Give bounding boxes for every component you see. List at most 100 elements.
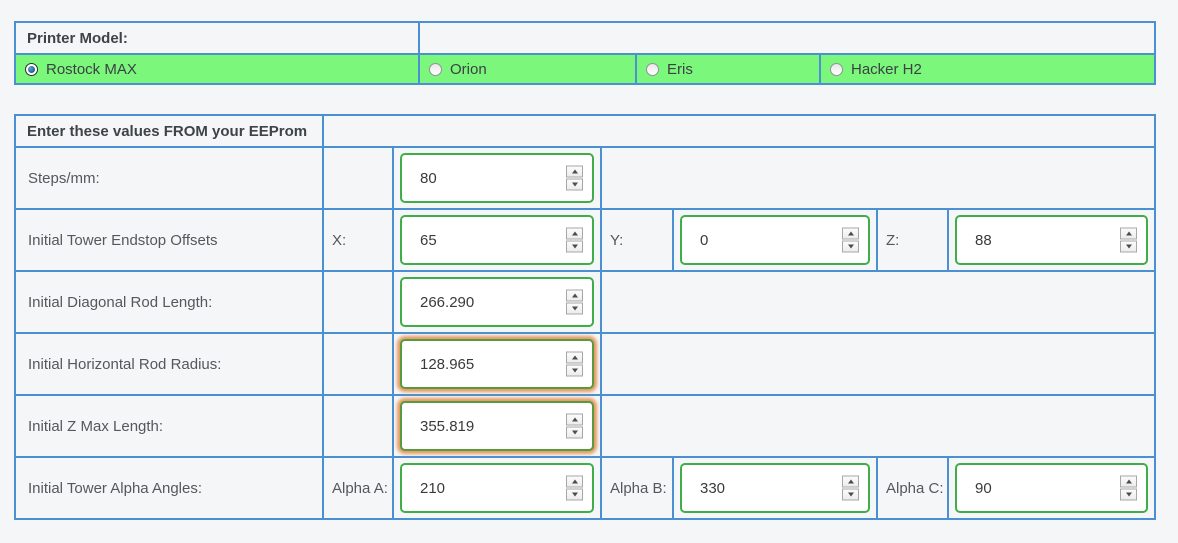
spin-down-button[interactable]	[842, 240, 859, 253]
printer-option-label: Rostock MAX	[46, 60, 137, 78]
arrow-down-icon	[571, 306, 578, 311]
table-row-steps-per-mm: Steps/mm:	[14, 146, 1157, 210]
alpha-c-input[interactable]	[955, 463, 1149, 513]
spinner	[842, 227, 859, 253]
arrow-up-icon	[571, 231, 578, 236]
row-spacer	[599, 394, 1157, 458]
row-spacer	[599, 332, 1157, 396]
prefix-label-x: X:	[322, 208, 394, 272]
row-spacer	[599, 146, 1157, 210]
radio-orion-icon[interactable]	[429, 62, 442, 76]
spin-up-button[interactable]	[566, 475, 583, 488]
arrow-down-icon	[571, 244, 578, 249]
arrow-down-icon	[1125, 244, 1132, 249]
row-label: Initial Z Max Length:	[14, 394, 324, 458]
eeprom-header-spacer	[321, 114, 1157, 148]
printer-option-label: Eris	[667, 60, 693, 78]
spin-up-button[interactable]	[566, 227, 583, 240]
value-cell	[946, 208, 1157, 272]
steps-per-mm-input[interactable]	[400, 153, 594, 203]
spinner	[566, 351, 583, 377]
printer-option-label: Hacker H2	[851, 60, 922, 78]
endstop-y-input[interactable]	[680, 215, 870, 265]
printer-option-label: Orion	[450, 60, 487, 78]
spin-down-button[interactable]	[566, 302, 583, 315]
prefix-cell	[322, 146, 394, 210]
printer-model-title: Printer Model:	[14, 21, 420, 55]
spin-down-button[interactable]	[1120, 488, 1138, 501]
spin-down-button[interactable]	[566, 426, 583, 439]
printer-option-eris[interactable]: Eris	[635, 53, 821, 85]
eeprom-header-row: Enter these values FROM your EEProm	[14, 114, 1157, 148]
arrow-up-icon	[571, 479, 578, 484]
printer-model-header-row: Printer Model:	[14, 21, 1157, 55]
spin-up-button[interactable]	[566, 351, 583, 364]
row-label: Initial Tower Alpha Angles:	[14, 456, 324, 520]
table-row-diagonal-rod-length: Initial Diagonal Rod Length:	[14, 270, 1157, 334]
table-row-tower-alpha-angles: Initial Tower Alpha Angles: Alpha A: Alp…	[14, 456, 1157, 520]
value-cell	[672, 456, 878, 520]
z-max-length-input[interactable]	[400, 401, 594, 451]
arrow-up-icon	[847, 479, 854, 484]
value-cell	[392, 146, 602, 210]
alpha-b-input[interactable]	[680, 463, 870, 513]
alpha-a-input[interactable]	[400, 463, 594, 513]
spinner	[566, 165, 583, 191]
arrow-up-icon	[571, 169, 578, 174]
value-cell	[392, 456, 602, 520]
arrow-up-icon	[1125, 479, 1132, 484]
arrow-up-icon	[571, 293, 578, 298]
row-label: Initial Diagonal Rod Length:	[14, 270, 324, 334]
prefix-label-alpha-b: Alpha B:	[600, 456, 674, 520]
table-row-endstop-offsets: Initial Tower Endstop Offsets X: Y: Z:	[14, 208, 1157, 272]
row-label: Initial Horizontal Rod Radius:	[14, 332, 324, 396]
endstop-z-input[interactable]	[955, 215, 1149, 265]
spin-up-button[interactable]	[566, 165, 583, 178]
spin-down-button[interactable]	[566, 178, 583, 191]
spin-down-button[interactable]	[566, 488, 583, 501]
printer-option-orion[interactable]: Orion	[418, 53, 637, 85]
arrow-up-icon	[847, 231, 854, 236]
value-cell	[392, 208, 602, 272]
spinner	[566, 227, 583, 253]
printer-option-rostock-max[interactable]: Rostock MAX	[14, 53, 420, 85]
row-spacer	[599, 270, 1157, 334]
printer-model-header-spacer	[417, 21, 1157, 55]
printer-option-hacker-h2[interactable]: Hacker H2	[818, 53, 1157, 85]
spinner	[566, 289, 583, 315]
prefix-label-alpha-a: Alpha A:	[322, 456, 394, 520]
value-cell	[946, 456, 1157, 520]
spin-down-button[interactable]	[1120, 240, 1138, 253]
spinner	[1120, 227, 1138, 253]
arrow-up-icon	[571, 355, 578, 360]
arrow-down-icon	[847, 492, 854, 497]
arrow-down-icon	[571, 368, 578, 373]
radio-rostock-max-icon[interactable]	[25, 62, 38, 76]
spin-up-button[interactable]	[1120, 475, 1138, 488]
horizontal-rod-radius-input[interactable]	[400, 339, 594, 389]
prefix-label-y: Y:	[600, 208, 674, 272]
prefix-label-alpha-c: Alpha C:	[876, 456, 949, 520]
value-cell	[672, 208, 878, 272]
spin-up-button[interactable]	[842, 227, 859, 240]
value-cell	[392, 394, 602, 458]
spinner	[566, 475, 583, 501]
spin-up-button[interactable]	[566, 289, 583, 302]
radio-hacker-h2-icon[interactable]	[830, 62, 843, 76]
printer-model-table: Printer Model: Rostock MAX Orion Eris	[14, 21, 1157, 85]
spin-down-button[interactable]	[566, 364, 583, 377]
radio-eris-icon[interactable]	[646, 62, 659, 76]
diagonal-rod-length-input[interactable]	[400, 277, 594, 327]
spinner	[1120, 475, 1138, 501]
spin-down-button[interactable]	[842, 488, 859, 501]
arrow-down-icon	[1125, 492, 1132, 497]
endstop-x-input[interactable]	[400, 215, 594, 265]
eeprom-table-title: Enter these values FROM your EEProm	[14, 114, 324, 148]
prefix-cell	[322, 332, 394, 396]
spin-up-button[interactable]	[566, 413, 583, 426]
spin-down-button[interactable]	[566, 240, 583, 253]
spin-up-button[interactable]	[842, 475, 859, 488]
spin-up-button[interactable]	[1120, 227, 1138, 240]
row-label: Steps/mm:	[14, 146, 324, 210]
prefix-cell	[322, 270, 394, 334]
